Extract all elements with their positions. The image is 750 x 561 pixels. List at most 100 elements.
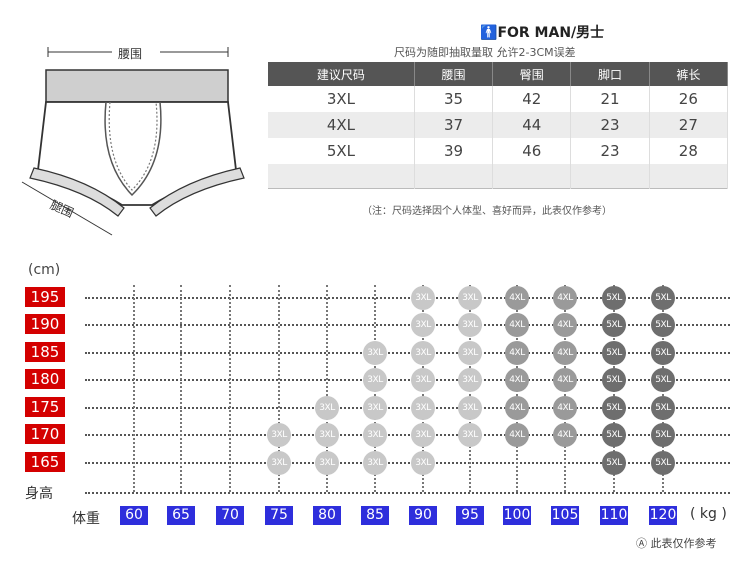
size-bubble: 5XL bbox=[602, 341, 626, 365]
col-header: 腰围 bbox=[414, 62, 494, 86]
height-label: 165 bbox=[25, 452, 65, 472]
size-bubble: 3XL bbox=[458, 396, 482, 420]
grid-row bbox=[85, 434, 730, 436]
table-cell: 42 bbox=[492, 86, 572, 112]
size-bubble: 4XL bbox=[553, 368, 577, 392]
size-bubble: 4XL bbox=[553, 423, 577, 447]
table-cell: 39 bbox=[414, 138, 494, 164]
weight-label: 95 bbox=[456, 506, 484, 525]
grid-column bbox=[180, 285, 182, 492]
size-bubble: 4XL bbox=[553, 396, 577, 420]
size-bubble: 3XL bbox=[315, 396, 339, 420]
weight-label: 110 bbox=[600, 506, 628, 525]
height-label: 190 bbox=[25, 314, 65, 334]
size-bubble: 3XL bbox=[411, 286, 435, 310]
man-icon: 🚹 bbox=[480, 25, 498, 41]
grid-column bbox=[278, 285, 280, 492]
page-subtitle: 尺码为随即抽取量取 允许2-3CM误差 bbox=[394, 46, 576, 59]
size-bubble: 5XL bbox=[602, 396, 626, 420]
table-cell-empty bbox=[570, 164, 650, 189]
grid-column bbox=[326, 285, 328, 492]
size-bubble: 4XL bbox=[505, 341, 529, 365]
page-title: 🚹FOR MAN/男士 bbox=[480, 25, 605, 41]
table-cell: 37 bbox=[414, 112, 494, 138]
table-row: 4XL 37 44 23 27 bbox=[268, 112, 729, 138]
underwear-diagram bbox=[21, 47, 245, 236]
size-bubble: 5XL bbox=[651, 341, 675, 365]
table-cell-empty bbox=[268, 164, 415, 189]
grid-row bbox=[85, 379, 730, 381]
grid-row bbox=[85, 462, 730, 464]
height-unit: (cm) bbox=[28, 262, 61, 278]
size-bubble: 4XL bbox=[505, 396, 529, 420]
size-bubble: 3XL bbox=[458, 341, 482, 365]
weight-label: 120 bbox=[649, 506, 677, 525]
size-bubble: 3XL bbox=[458, 286, 482, 310]
table-cell-empty bbox=[649, 164, 729, 189]
size-bubble: 5XL bbox=[602, 451, 626, 475]
size-bubble: 3XL bbox=[363, 423, 387, 447]
weight-label: 90 bbox=[409, 506, 437, 525]
grid-column bbox=[133, 285, 135, 492]
size-bubble: 5XL bbox=[651, 368, 675, 392]
size-bubble: 3XL bbox=[458, 313, 482, 337]
size-bubble: 3XL bbox=[267, 451, 291, 475]
size-bubble: 5XL bbox=[602, 286, 626, 310]
size-bubble: 5XL bbox=[651, 423, 675, 447]
size-table: 建议尺码 腰围 臀围 脚口 裤长 3XL 35 42 21 26 4XL 37 … bbox=[268, 62, 729, 189]
size-bubble: 4XL bbox=[553, 313, 577, 337]
size-bubble: 5XL bbox=[602, 423, 626, 447]
grid-row bbox=[85, 407, 730, 409]
grid-row bbox=[85, 297, 730, 299]
weight-label: 75 bbox=[265, 506, 293, 525]
size-bubble: 3XL bbox=[411, 451, 435, 475]
table-cell: 3XL bbox=[268, 86, 415, 112]
size-table-header: 建议尺码 腰围 臀围 脚口 裤长 bbox=[268, 62, 729, 86]
size-bubble: 3XL bbox=[267, 423, 291, 447]
table-cell-empty bbox=[414, 164, 494, 189]
table-cell: 28 bbox=[649, 138, 729, 164]
info-icon: Ⓐ bbox=[636, 537, 647, 550]
waist-label: 腰围 bbox=[118, 47, 143, 61]
size-bubble: 5XL bbox=[651, 451, 675, 475]
weight-label: 105 bbox=[551, 506, 579, 525]
col-header: 脚口 bbox=[570, 62, 650, 86]
table-cell: 26 bbox=[649, 86, 729, 112]
table-cell: 35 bbox=[414, 86, 494, 112]
grid-column bbox=[229, 285, 231, 492]
table-cell: 46 bbox=[492, 138, 572, 164]
size-bubble: 3XL bbox=[411, 341, 435, 365]
weight-axis-label: 体重 bbox=[72, 511, 100, 527]
height-label: 175 bbox=[25, 397, 65, 417]
table-cell: 27 bbox=[649, 112, 729, 138]
underwear-icon bbox=[21, 47, 245, 236]
weight-label: 85 bbox=[361, 506, 389, 525]
height-axis-label: 身高 bbox=[25, 486, 53, 502]
size-bubble: 3XL bbox=[411, 368, 435, 392]
reference-note: Ⓐ 此表仅作参考 bbox=[636, 537, 717, 550]
height-label: 185 bbox=[25, 342, 65, 362]
size-bubble: 5XL bbox=[602, 313, 626, 337]
col-header: 建议尺码 bbox=[268, 62, 415, 86]
weight-label: 80 bbox=[313, 506, 341, 525]
table-row: 5XL 39 46 23 28 bbox=[268, 138, 729, 164]
size-bubble: 3XL bbox=[458, 368, 482, 392]
height-label: 170 bbox=[25, 424, 65, 444]
size-bubble: 3XL bbox=[363, 368, 387, 392]
table-cell-empty bbox=[492, 164, 572, 189]
size-bubble: 4XL bbox=[553, 286, 577, 310]
weight-label: 100 bbox=[503, 506, 531, 525]
size-note: （注：尺码选择因个人体型、喜好而异，此表仅作参考） bbox=[362, 206, 612, 217]
size-bubble: 5XL bbox=[651, 313, 675, 337]
table-cell: 21 bbox=[570, 86, 650, 112]
size-bubble: 5XL bbox=[651, 286, 675, 310]
size-bubble: 3XL bbox=[458, 423, 482, 447]
size-bubble: 3XL bbox=[411, 396, 435, 420]
col-header: 裤长 bbox=[649, 62, 729, 86]
table-cell: 4XL bbox=[268, 112, 415, 138]
size-bubble: 3XL bbox=[363, 396, 387, 420]
grid-row bbox=[85, 324, 730, 326]
size-bubble: 4XL bbox=[553, 341, 577, 365]
size-bubble: 4XL bbox=[505, 423, 529, 447]
size-bubble: 3XL bbox=[411, 313, 435, 337]
